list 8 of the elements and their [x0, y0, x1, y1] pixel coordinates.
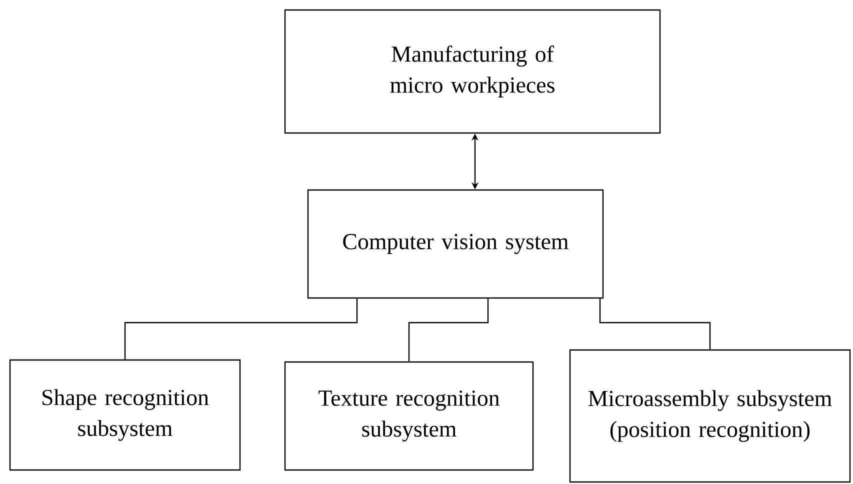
connector: [599, 298, 711, 350]
process-box: Shape recognition subsystem: [9, 359, 241, 471]
process-box: Microassembly subsystem (position recognition): [569, 349, 851, 483]
process-box: Manufacturing of micro workpieces: [284, 9, 661, 134]
process-box: Computer vision system: [307, 189, 604, 299]
process-box: Texture recognition subsystem: [284, 361, 534, 471]
connector: [124, 298, 358, 360]
connector: [408, 298, 489, 362]
